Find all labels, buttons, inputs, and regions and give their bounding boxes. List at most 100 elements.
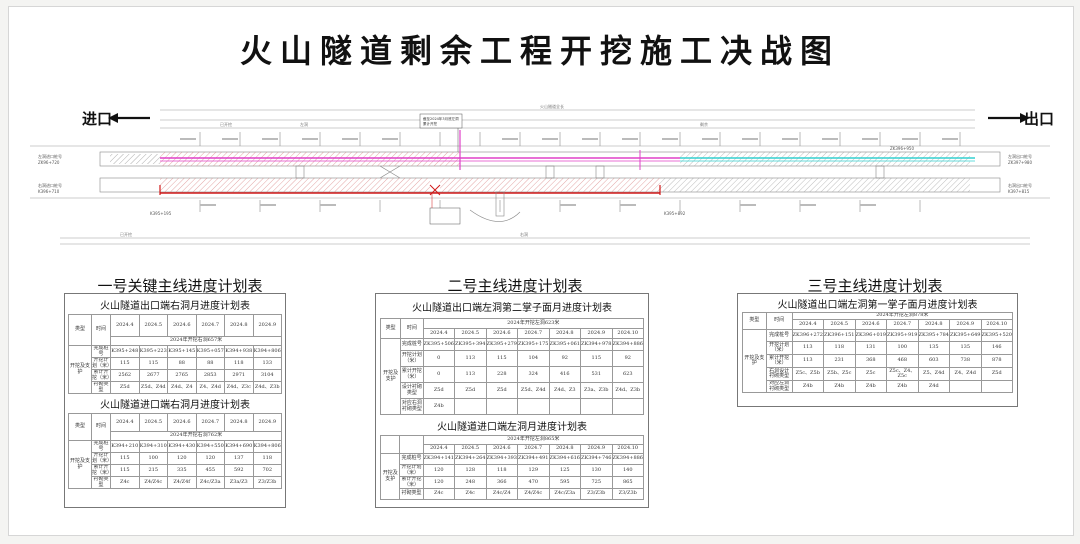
table2a-month: 2024.9	[580, 328, 613, 339]
right-tunnel	[99, 177, 1001, 196]
table1b-row-label: 衬砌类型	[91, 476, 111, 489]
station-right-lower: 右洞出口桩号	[1008, 182, 1032, 188]
table3a-cell: Z5c	[854, 367, 887, 381]
table1-panel: 火山隧道出口端右洞月进度计划表 类型 时间 2024.4 2024.5 2024…	[64, 293, 286, 508]
table1a-cell: 2971	[224, 369, 254, 382]
table2a-cell: 228	[485, 366, 518, 383]
table3a-cell: Z5、Z4d	[917, 367, 950, 381]
table2b-cell: 366	[485, 476, 518, 489]
table1a-cell: K395+145	[167, 345, 197, 358]
table2a-cell: Z5d、Z4d	[517, 382, 550, 399]
table3a-cell: 118	[823, 341, 856, 355]
table1a-cell: 115	[110, 357, 140, 370]
table2b-cell: Z4c/Z4	[485, 488, 518, 500]
table1a-row-label: 开挖计划（米）	[91, 357, 111, 370]
table1a-month: 2024.6	[167, 314, 197, 337]
table1a-cell: Z4、Z4d	[195, 381, 225, 394]
table2a-cell: 623	[611, 366, 644, 383]
table1b-month: 2024.4	[110, 413, 140, 432]
table2b-cell: 140	[611, 464, 644, 477]
table3a-row-label: 开挖计划（米）	[765, 341, 793, 355]
table2a-type-header: 类型	[379, 318, 402, 339]
table2a-cell	[611, 398, 644, 415]
table2a-cell	[548, 398, 581, 415]
table2b-month: 2024.5	[454, 444, 487, 454]
table1a-cell: Z5d、Z4d	[138, 381, 168, 394]
table2a-cell: 92	[611, 350, 644, 367]
table3a-month: 2024.8	[917, 319, 950, 330]
table3a-cell: 135	[917, 341, 950, 355]
table1b-cell: K394+690	[224, 440, 254, 453]
table2a-month: 2024.6	[485, 328, 518, 339]
table1b-cell: Z4c/Z3a	[195, 476, 225, 489]
table3a-cell	[980, 380, 1013, 393]
table1a-cell: 2562	[110, 369, 140, 382]
table2a-cell: ZK395+506	[422, 338, 455, 351]
station-left-upper-code: ZK96+720	[38, 160, 60, 165]
table1a-title: 火山隧道出口端右洞月进度计划表	[100, 301, 250, 312]
table1a-cell: 88	[195, 357, 225, 370]
table2a-row-label: 开挖计划（米）	[400, 350, 424, 367]
table1b-cell: 137	[224, 452, 254, 465]
table1a-type-header: 类型	[68, 314, 92, 346]
table1b-plan: 2024年开挖右洞762米	[110, 431, 282, 441]
span-label-remaining: 剩余	[700, 121, 708, 127]
exit-arrow-icon	[988, 113, 1030, 123]
table1a-cell: K394+806	[252, 345, 282, 358]
table2b-cell: 129	[517, 464, 550, 477]
table2b-cell: 595	[548, 476, 581, 489]
table2a-cell: Z3a、Z3b	[580, 382, 613, 399]
table2b-cell: ZK394+141	[422, 453, 455, 465]
table2-panel: 火山隧道出口端左洞第二掌子面月进度计划表 类型 时间 2024年开挖左洞623米…	[375, 293, 649, 508]
table1b-month: 2024.5	[138, 413, 168, 432]
table2a-row-label: 设计衬砌类型	[400, 382, 424, 399]
station-mid-1: K395+195	[150, 211, 172, 216]
table3a-row-label: 完成桩号	[765, 329, 793, 342]
table3a-cell: 135	[949, 341, 982, 355]
table2b-cell: ZK394+746	[580, 453, 613, 465]
table3a-category: 开挖及支护	[742, 329, 767, 393]
table2b-cell: 470	[517, 476, 550, 489]
table1b-month: 2024.8	[224, 413, 254, 432]
table3a: 类型 时间 2024年开挖左洞878米 2024.4 2024.5 2024.6…	[742, 312, 1013, 393]
table3a-cell: ZK395+784	[917, 329, 950, 342]
table2b-cell: 118	[485, 464, 518, 477]
table1b-cell: Z4c	[110, 476, 140, 489]
table1b-cell: 115	[110, 452, 140, 465]
table1b-cell: K394+550	[195, 440, 225, 453]
table3a-cell: 113	[791, 354, 824, 368]
table2a: 类型 时间 2024年开挖左洞623米 2024.4 2024.5 2024.6…	[379, 318, 644, 415]
table1b: 类型 时间 2024.4 2024.5 2024.6 2024.7 2024.8…	[68, 413, 282, 489]
table1a-cell: 118	[224, 357, 254, 370]
table3a-time-header: 时间	[765, 312, 793, 330]
table2b-cell: 725	[580, 476, 613, 489]
table2a-cell: Z4d、Z3	[548, 382, 581, 399]
table2a-category: 开挖及支护	[379, 338, 402, 415]
table1a-cell: Z4d、Z3c	[224, 381, 254, 394]
table3a-cell: 131	[854, 341, 887, 355]
table1b-cell: Z3a/Z3	[224, 476, 254, 489]
table2a-row-label: 对应右洞衬砌类型	[400, 398, 424, 415]
table1b-cell: 120	[167, 452, 197, 465]
table2b-month: 2024.8	[548, 444, 581, 454]
table3a-month: 2024.9	[949, 319, 982, 330]
table2a-cell: 113	[454, 366, 487, 383]
callout-note-1: 截至2024年3月底左洞	[423, 116, 459, 121]
table1b-cell: Z3/Z3b	[252, 476, 282, 489]
table3a-cell: 231	[823, 354, 856, 368]
table1a-cell: Z5d	[110, 381, 140, 394]
table1b-month: 2024.7	[195, 413, 225, 432]
table1b-cell: 702	[252, 464, 282, 477]
table2b-month: 2024.10	[611, 444, 644, 454]
table2b-cell: 120	[422, 476, 455, 489]
left-tunnel	[99, 130, 1001, 170]
table3a-cell: Z4、Z4d	[949, 367, 982, 381]
table3a-cell: Z5c、Z4、Z5c	[886, 367, 919, 381]
table1b-month: 2024.9	[252, 413, 282, 432]
table1b-cell: K394+310	[138, 440, 168, 453]
table2a-cell	[454, 398, 487, 415]
table3a-cell: 603	[917, 354, 950, 368]
table1b-cell: 118	[252, 452, 282, 465]
table1b-row-label: 开挖计划（米）	[91, 452, 111, 465]
table3a-cell: 468	[886, 354, 919, 368]
